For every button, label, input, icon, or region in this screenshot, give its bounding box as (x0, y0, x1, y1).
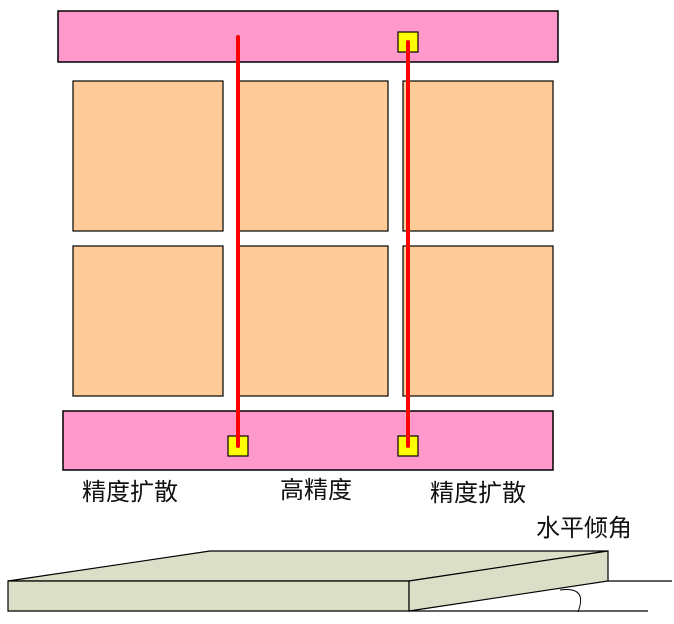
angle-arc-icon (559, 588, 582, 613)
panel-1 (72, 80, 224, 232)
label-precision-spread-left: 精度扩散 (82, 478, 178, 506)
bottom-bar (62, 410, 554, 471)
panel-grid (72, 80, 554, 397)
label-high-precision: 高精度 (280, 476, 352, 504)
top-bar (57, 10, 559, 63)
panel-6 (402, 245, 554, 397)
wires (236, 35, 410, 448)
panel-3 (402, 80, 554, 232)
slab-front-face (7, 580, 410, 612)
panel-4 (72, 245, 224, 397)
tilted-slab (7, 550, 672, 613)
panel-2 (237, 80, 389, 232)
panel-5 (237, 245, 389, 397)
label-precision-spread-right: 精度扩散 (430, 479, 526, 507)
label-horizontal-tilt: 水平倾角 (536, 514, 632, 542)
